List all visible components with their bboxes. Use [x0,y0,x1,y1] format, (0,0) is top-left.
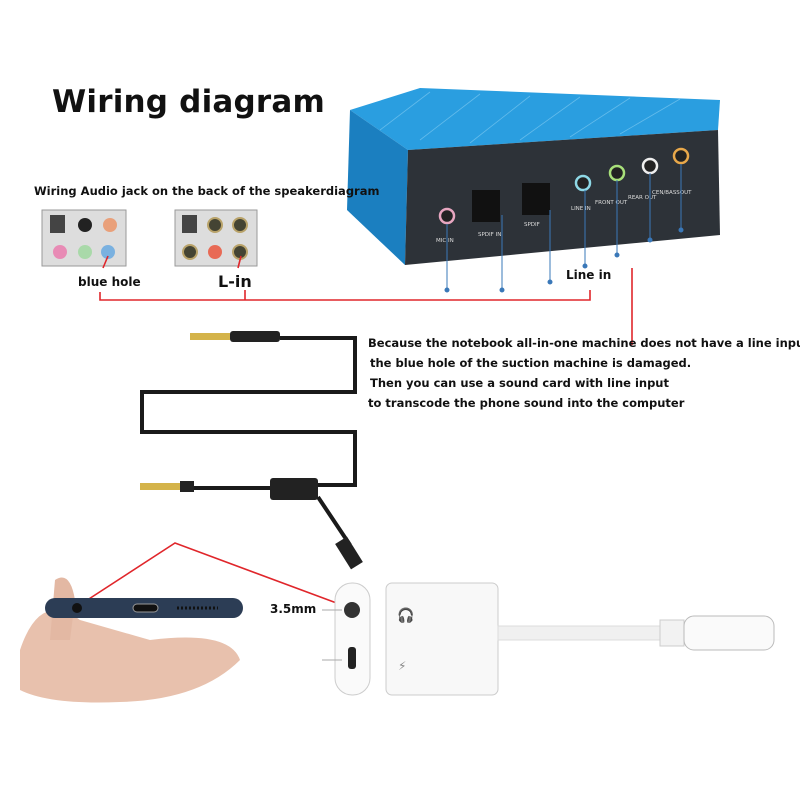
description-line: Because the notebook all-in-one machine … [368,336,800,350]
rear-panel-line-in-image [174,209,258,267]
spdif-out-port [522,183,550,215]
pointer-lines [74,255,633,609]
spdif-in-port [472,190,500,222]
port-label: CEN/BASSOUT [652,190,692,196]
line-in-jack [574,174,592,192]
usb-c-adapter-image: 🎧 ⚡ [322,582,775,696]
rear-out-jack [641,157,659,175]
port-callouts [444,164,684,293]
audio-splitter-cable-image [140,336,357,547]
port-label: FRONT OUT [595,200,628,206]
line-in-label: Line in [566,268,612,282]
page-title: Wiring diagram [52,84,326,120]
mic-in-jack [438,207,456,225]
description-line: to transcode the phone sound into the co… [368,396,685,410]
jack-size-label: 3.5mm [270,602,317,616]
cen-bass-out-jack [672,147,690,165]
blue-hole-label: blue hole [78,275,141,289]
description-line: the blue hole of the suction machine is … [370,356,692,370]
sound-card-image: MIC IN SPDIF IN SPDIF LINE IN FRONT OUT … [347,88,720,265]
description-line: Then you can use a sound card with line … [370,376,669,390]
front-out-jack [608,164,626,182]
phone-in-hand-image [20,577,243,703]
port-label: REAR OUT [628,195,657,201]
port-label: SPDIF [524,222,540,228]
charging-icon: ⚡ [398,659,406,673]
port-label: MIC IN [436,238,454,244]
audio-plugs [140,331,363,570]
subtitle: Wiring Audio jack on the back of the spe… [34,184,380,198]
port-label: SPDIF IN [478,232,501,238]
rear-panel-blue-hole-image [41,209,127,267]
headphone-icon: 🎧 [397,607,414,624]
port-label: LINE IN [571,206,591,212]
l-in-label: L-in [218,272,252,291]
